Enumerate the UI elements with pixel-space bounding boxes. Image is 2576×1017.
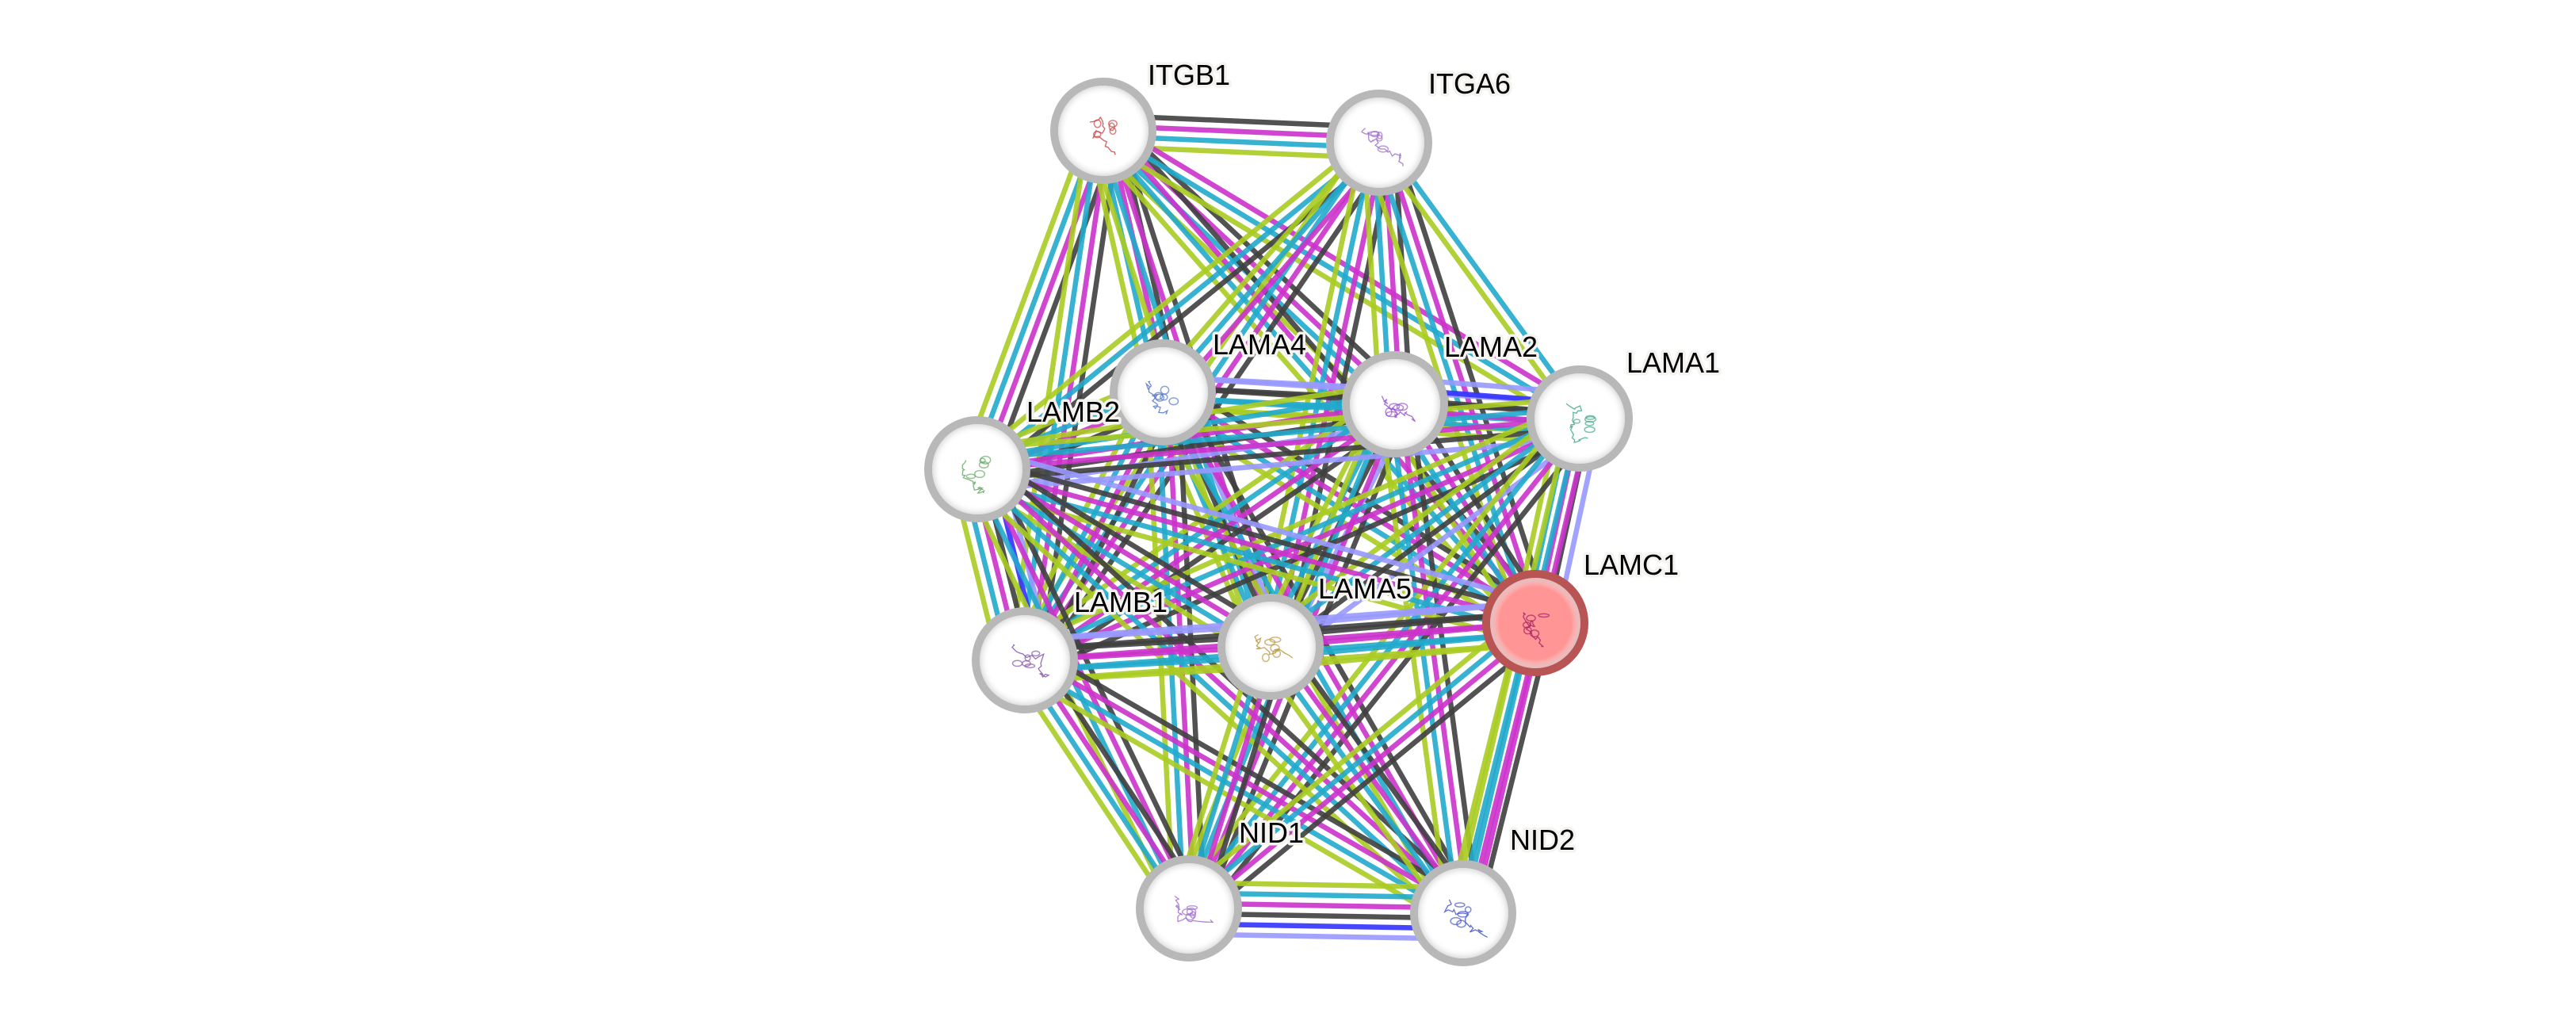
edge-evidence-databases bbox=[975, 140, 1382, 472]
edge-evidence-coexpression bbox=[1031, 644, 1473, 902]
edge-evidence-textmining bbox=[969, 132, 1374, 464]
protein-structure-icon bbox=[1381, 396, 1416, 422]
protein-structure-icon bbox=[1565, 403, 1597, 443]
node-lama4[interactable] bbox=[1110, 339, 1216, 445]
node-inner-shadow bbox=[1334, 97, 1424, 188]
edge-evidence-coexpression bbox=[984, 453, 1280, 637]
node-lama2[interactable] bbox=[1342, 351, 1448, 457]
node-lamc1[interactable] bbox=[1482, 570, 1588, 676]
node-label-lama4: LAMA4 bbox=[1213, 328, 1306, 361]
node-lamb1[interactable] bbox=[972, 607, 1078, 713]
node-inner-shadow bbox=[1118, 347, 1208, 438]
node-label-itga6: ITGA6 bbox=[1428, 67, 1511, 100]
node-nid1[interactable] bbox=[1136, 855, 1242, 962]
edge-evidence-databases bbox=[976, 405, 1580, 462]
edge-itga6-lama1[interactable] bbox=[1373, 138, 1586, 423]
protein-structure-icon bbox=[961, 455, 992, 494]
node-nid2[interactable] bbox=[1410, 860, 1516, 966]
edge-evidence-databases bbox=[1183, 413, 1578, 907]
edge-evidence-databases bbox=[1020, 397, 1394, 659]
node-itgb1[interactable] bbox=[1050, 78, 1156, 184]
edge-evidence-coexpression bbox=[977, 426, 1581, 483]
node-label-lama2: LAMA2 bbox=[1444, 331, 1538, 363]
protein-structure-icon bbox=[1522, 612, 1550, 648]
edge-evidence-coexpression bbox=[1391, 136, 1553, 619]
edge-evidence-experiments bbox=[977, 466, 1536, 626]
protein-structure-icon bbox=[1145, 380, 1179, 415]
edge-evidence-coexpression bbox=[979, 457, 1539, 616]
node-lama5[interactable] bbox=[1217, 594, 1324, 700]
edge-lama1-lamb2[interactable] bbox=[975, 395, 1582, 493]
edge-evidence-coexpression bbox=[1271, 420, 1584, 653]
node-inner-shadow bbox=[1350, 359, 1440, 449]
node-label-nid1: NID1 bbox=[1239, 816, 1304, 849]
node-label-lamb2: LAMB2 bbox=[1026, 396, 1120, 428]
protein-structure-icon bbox=[1174, 895, 1214, 923]
nodes-layer bbox=[924, 78, 1633, 966]
protein-structure-icon bbox=[1254, 633, 1294, 663]
edge-lamc1-nid1[interactable] bbox=[1177, 609, 1547, 923]
node-inner-shadow bbox=[1535, 373, 1625, 464]
edge-evidence-textmining bbox=[1259, 403, 1573, 637]
node-label-lama1: LAMA1 bbox=[1626, 346, 1720, 379]
edge-evidence-experiments bbox=[977, 415, 1580, 472]
node-label-itgb1: ITGB1 bbox=[1148, 59, 1230, 91]
edge-evidence-textmining bbox=[1152, 134, 1374, 388]
edge-evidence-textmining bbox=[960, 124, 1091, 465]
edge-evidence-textmining bbox=[1177, 609, 1527, 899]
edge-evidence-experiments bbox=[1191, 625, 1541, 915]
edge-evidence-databases bbox=[972, 471, 1462, 920]
node-label-lamb1: LAMB1 bbox=[1074, 586, 1168, 618]
node-label-lamc1: LAMC1 bbox=[1584, 549, 1679, 581]
edges-layer bbox=[950, 113, 1603, 942]
node-label-nid2: NID2 bbox=[1510, 824, 1575, 856]
protein-structure-icon bbox=[1011, 644, 1050, 679]
node-inner-shadow bbox=[980, 615, 1070, 705]
edge-evidence-databases bbox=[1381, 138, 1586, 418]
edge-evidence-databases bbox=[1102, 128, 1581, 421]
protein-structure-icon bbox=[1443, 899, 1488, 939]
node-lamb2[interactable] bbox=[924, 416, 1030, 522]
edge-evidence-coexpression bbox=[1113, 118, 1550, 615]
node-label-lama5: LAMA5 bbox=[1318, 572, 1412, 605]
edge-evidence-textmining bbox=[1373, 143, 1578, 423]
node-inner-shadow bbox=[932, 424, 1022, 514]
edge-evidence-databases bbox=[1266, 412, 1579, 645]
edge-evidence-databases bbox=[1160, 140, 1382, 395]
edge-evidence-coexpression bbox=[1197, 633, 1547, 923]
edge-evidence-textmining bbox=[975, 395, 1579, 452]
node-inner-shadow bbox=[1490, 578, 1580, 668]
node-itga6[interactable] bbox=[1326, 90, 1432, 196]
edge-evidence-homology bbox=[978, 436, 1582, 493]
edge-evidence-textmining bbox=[1377, 406, 1450, 916]
edge-evidence-databases bbox=[1183, 617, 1534, 907]
edge-evidence-textmining bbox=[1096, 137, 1576, 430]
edge-evidence-textmining bbox=[965, 478, 1455, 927]
edge-evidence-textmining bbox=[1017, 402, 1575, 649]
edge-evidence-homology bbox=[982, 446, 1542, 606]
node-lama1[interactable] bbox=[1527, 365, 1633, 472]
protein-structure-icon bbox=[1361, 128, 1404, 166]
protein-structure-icon bbox=[1089, 116, 1118, 155]
